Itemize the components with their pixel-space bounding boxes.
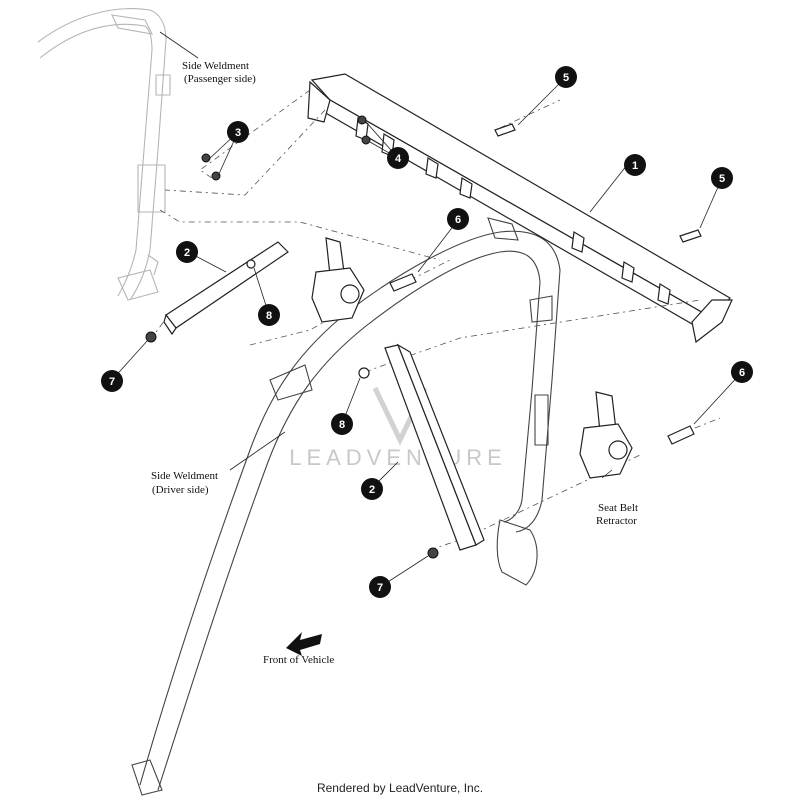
- svg-text:5: 5: [563, 72, 569, 84]
- svg-text:1: 1: [632, 160, 638, 172]
- label-seat-belt-retractor-line1: Seat Belt: [598, 502, 638, 514]
- seat-belt-retractor-lower: [579, 391, 633, 479]
- label-side-weldment-passenger-line2: (Passenger side): [184, 73, 256, 85]
- svg-text:7: 7: [377, 582, 383, 594]
- callout-3: 3: [227, 121, 249, 143]
- callout-2-upper: 2: [176, 241, 198, 263]
- fasteners: [145, 115, 702, 559]
- leader-lines: [111, 31, 743, 588]
- svg-text:8: 8: [339, 419, 345, 431]
- callout-7-left: 7: [101, 370, 123, 392]
- callout-7-bottom: 7: [369, 576, 391, 598]
- plate-part-2-upper: [163, 241, 289, 336]
- front-of-vehicle-arrow-icon: [286, 632, 322, 656]
- cross-bar-tabs: [355, 117, 671, 305]
- seat-belt-retractor-upper: [311, 237, 365, 323]
- callout-4: 4: [387, 147, 409, 169]
- plate-part-2-lower: [384, 343, 485, 551]
- label-side-weldment-passenger-line1: Side Weldment: [182, 60, 249, 72]
- svg-text:5: 5: [719, 173, 725, 185]
- svg-text:6: 6: [739, 367, 745, 379]
- label-side-weldment-driver-line2: (Driver side): [152, 484, 209, 496]
- callout-6-mid: 6: [447, 208, 469, 230]
- callout-5-top: 5: [555, 66, 577, 88]
- side-weldment-passenger: [37, 8, 171, 301]
- svg-text:7: 7: [109, 376, 115, 388]
- watermark-text: LEADVENTURE: [289, 445, 507, 470]
- cross-bar-part-1: [307, 73, 733, 344]
- callout-8-upper: 8: [258, 304, 280, 326]
- svg-text:2: 2: [369, 484, 375, 496]
- watermark: LEADVENTURE: [289, 386, 507, 470]
- text-labels: Side Weldment (Passenger side) Side Weld…: [151, 60, 638, 666]
- label-front-of-vehicle: Front of Vehicle: [263, 654, 334, 666]
- callout-6-right: 6: [731, 361, 753, 383]
- svg-text:4: 4: [395, 153, 402, 165]
- svg-text:3: 3: [235, 127, 241, 139]
- svg-text:2: 2: [184, 247, 190, 259]
- label-seat-belt-retractor-line2: Retractor: [596, 515, 637, 527]
- svg-text:8: 8: [266, 310, 272, 322]
- footer-credit: Rendered by LeadVenture, Inc.: [317, 781, 483, 795]
- callout-1: 1: [624, 154, 646, 176]
- callout-5-right: 5: [711, 167, 733, 189]
- svg-text:6: 6: [455, 214, 461, 226]
- label-side-weldment-driver-line1: Side Weldment: [151, 470, 218, 482]
- callout-8-lower: 8: [331, 413, 353, 435]
- callout-2-lower: 2: [361, 478, 383, 500]
